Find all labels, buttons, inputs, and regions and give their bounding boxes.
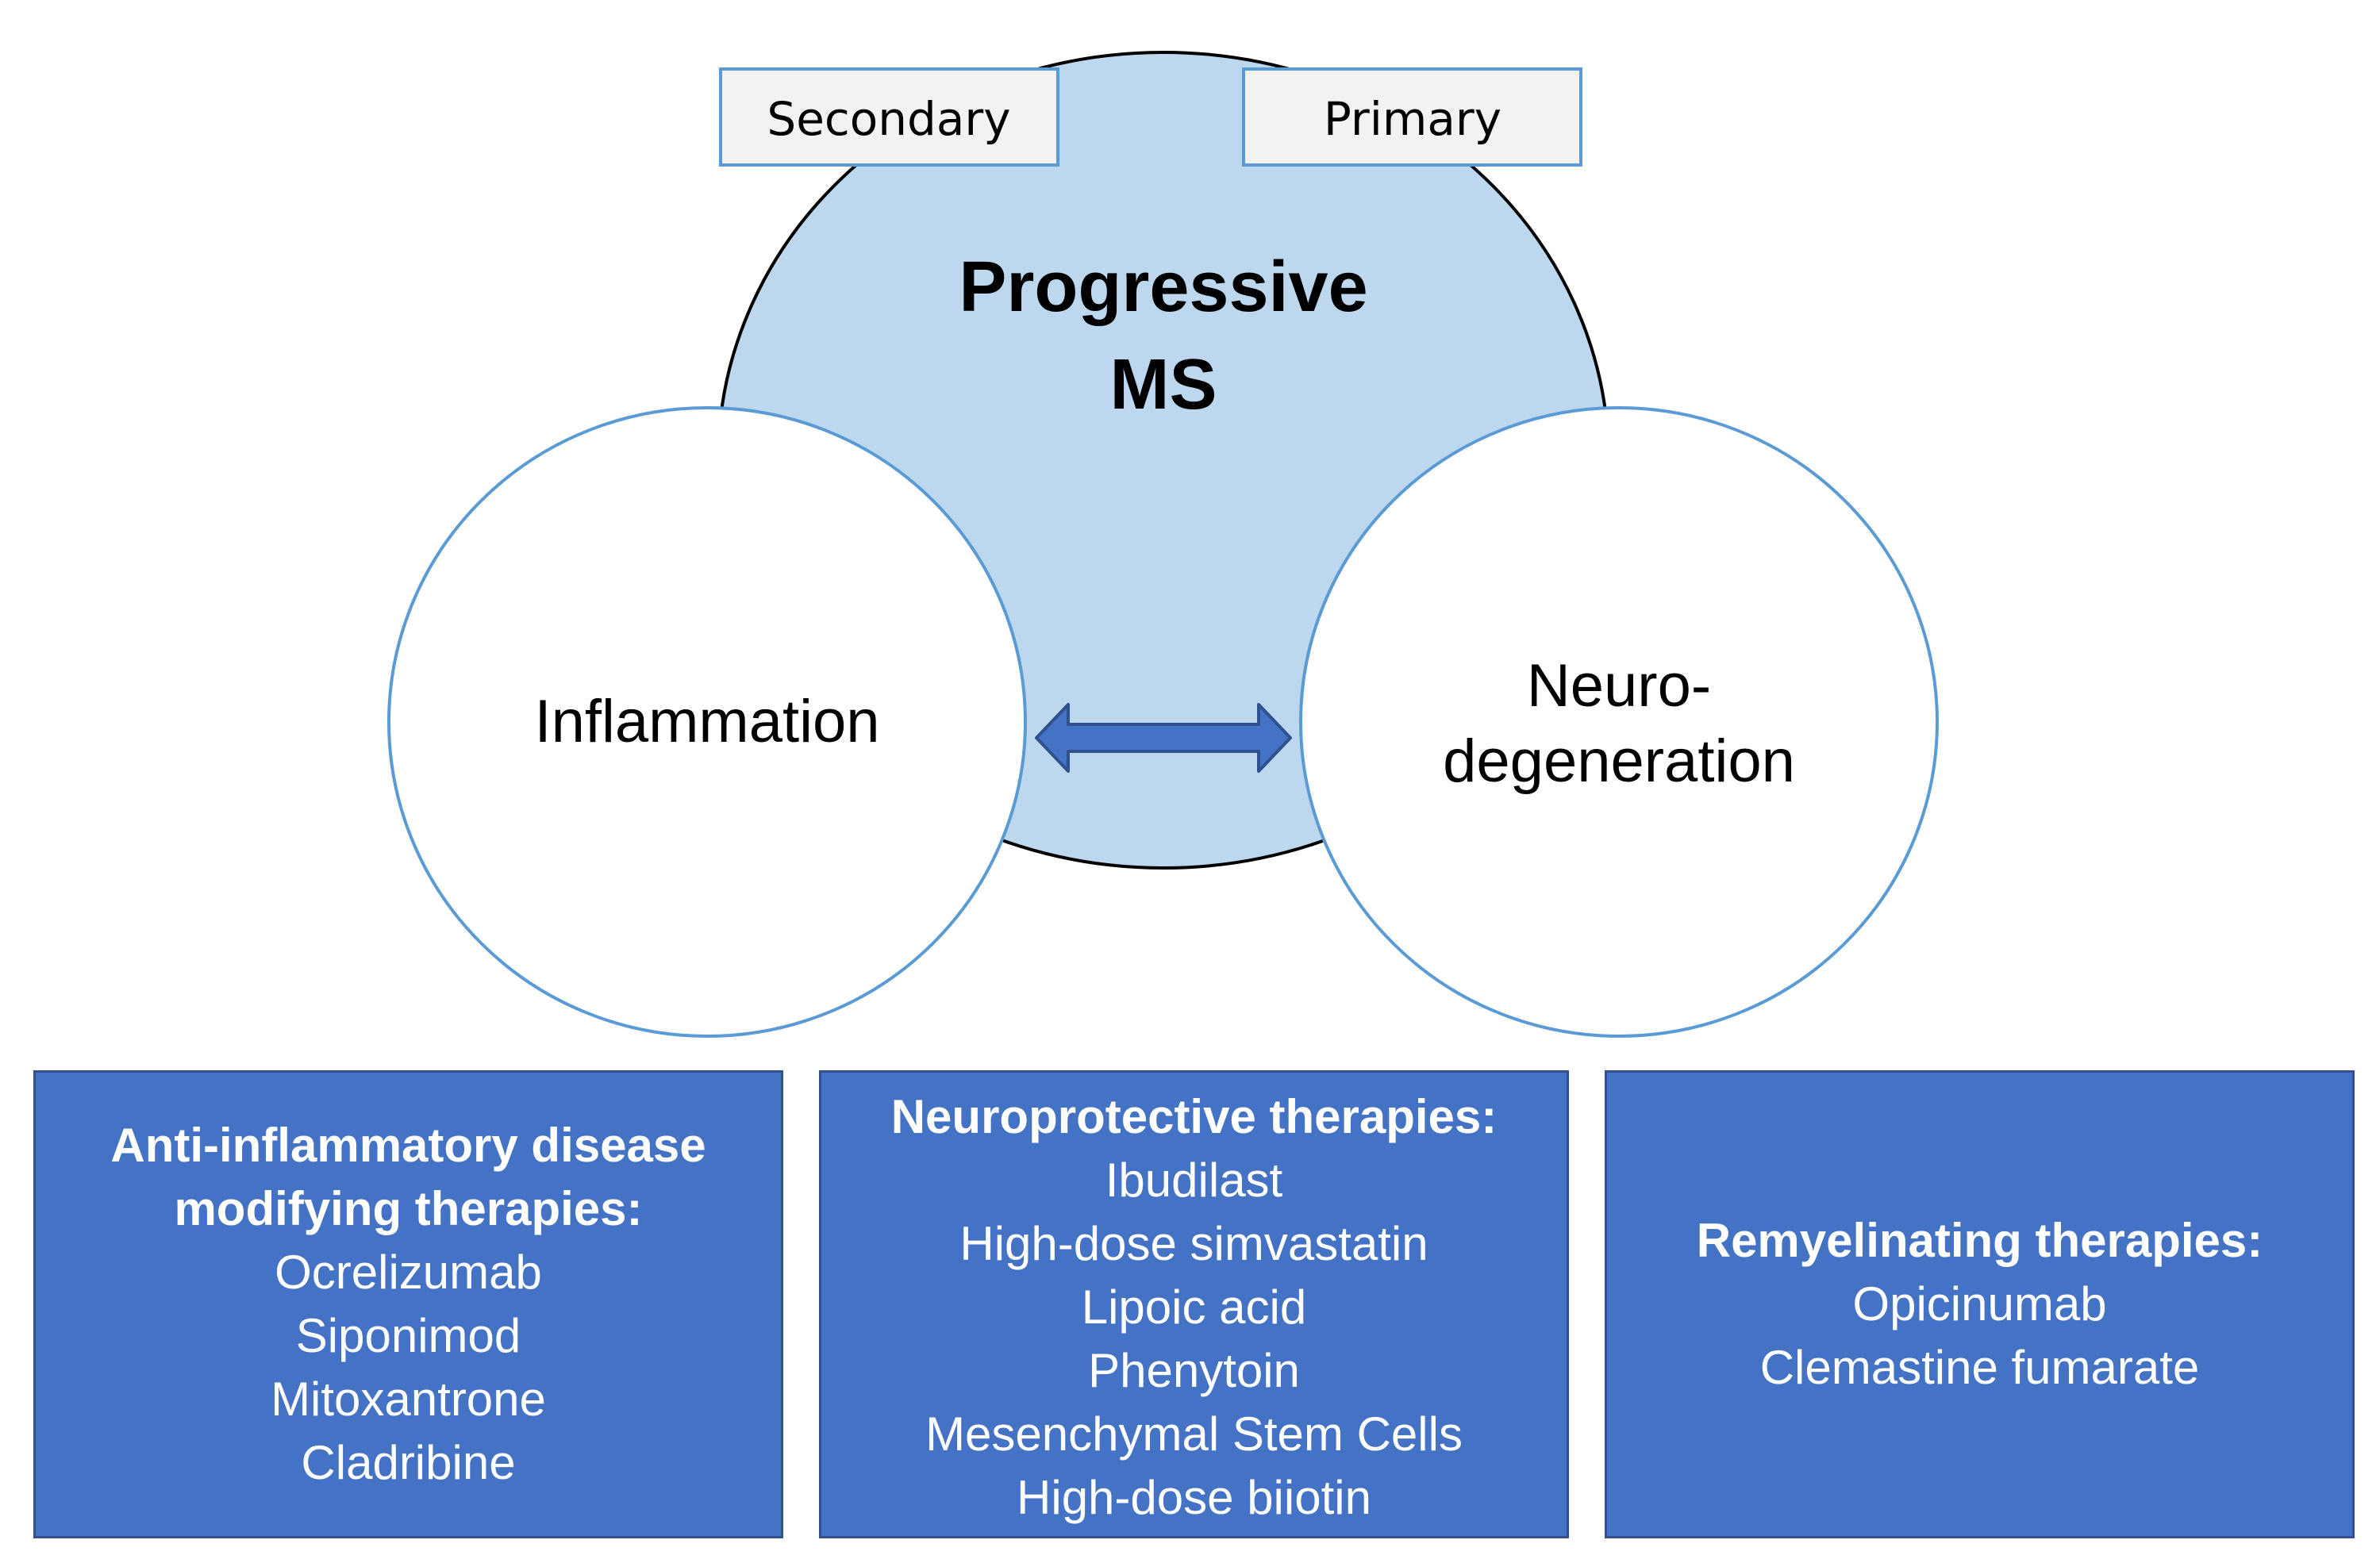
primary-tag-label: Primary — [1324, 92, 1501, 146]
neurodegeneration-label-line2: degeneration — [1443, 728, 1795, 795]
therapy-item: Mitoxantrone — [271, 1373, 546, 1426]
therapy-item: Phenytoin — [1088, 1344, 1300, 1397]
neuroprotective-heading: Neuroprotective therapies: — [890, 1090, 1498, 1143]
progressive-ms-title-line2: MS — [1110, 345, 1217, 424]
therapy-item: Ibudilast — [1105, 1154, 1283, 1207]
therapy-item: Cladribine — [301, 1436, 516, 1489]
primary-tag-box — [1242, 67, 1582, 167]
anti-inflammatory-heading-line1: Anti-inflammatory disease — [110, 1119, 706, 1172]
therapy-item: Ocrelizumab — [275, 1246, 542, 1299]
neuroprotective-therapies-box: Neuroprotective therapies: Ibudilast Hig… — [819, 1070, 1569, 1538]
therapy-item: Clemastine fumarate — [1759, 1341, 2200, 1394]
remyelinating-therapies-box: Remyelinating therapies: Opicinumab Clem… — [1605, 1070, 2355, 1538]
secondary-tag-box — [719, 67, 1059, 167]
inflammation-label: Inflammation — [534, 688, 879, 755]
therapy-item: Lipoic acid — [1081, 1281, 1307, 1334]
therapy-item: Mesenchymal Stem Cells — [925, 1407, 1463, 1461]
neurodegeneration-label-line1: Neuro- — [1527, 652, 1711, 720]
therapy-item: Siponimod — [295, 1309, 521, 1362]
anti-inflammatory-heading-line2: modifying therapies: — [174, 1182, 643, 1235]
therapy-item: High-dose simvastatin — [959, 1217, 1428, 1270]
bidirectional-arrow — [1035, 703, 1292, 773]
secondary-tag-label: Secondary — [767, 92, 1010, 146]
progressive-ms-title-line1: Progressive — [959, 248, 1367, 327]
neurodegeneration-circle — [1299, 406, 1939, 1038]
inflammation-circle — [387, 406, 1027, 1038]
therapy-item: High-dose biiotin — [1017, 1471, 1371, 1524]
anti-inflammatory-therapies-box: Anti-inflammatory disease modifying ther… — [33, 1070, 783, 1538]
therapy-item: Opicinumab — [1852, 1277, 2107, 1331]
remyelinating-heading: Remyelinating therapies: — [1696, 1214, 2263, 1267]
